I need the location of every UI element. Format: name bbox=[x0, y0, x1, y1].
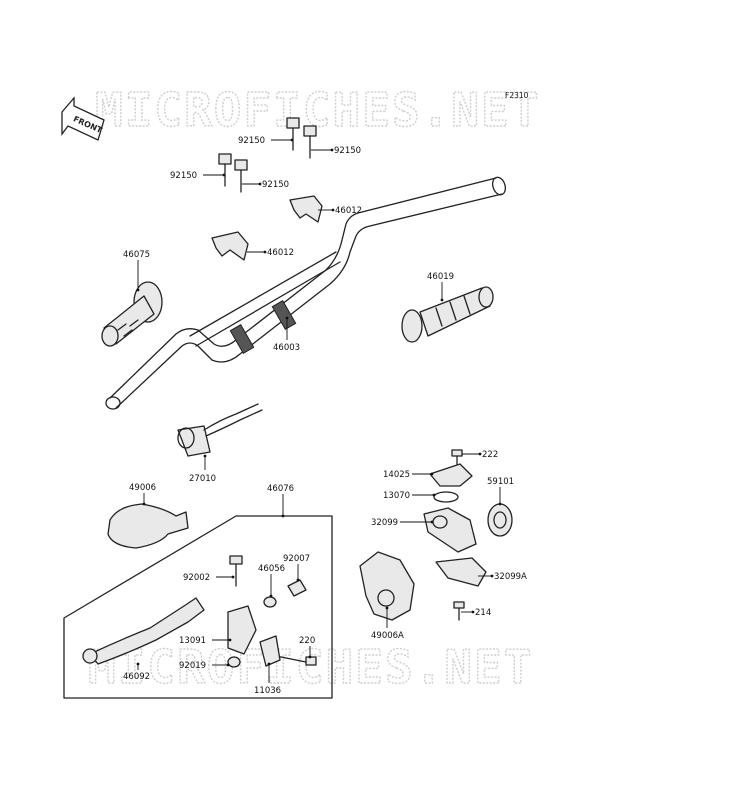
nut-92007 bbox=[287, 579, 307, 597]
collar-46056 bbox=[263, 596, 277, 608]
leader-dot-92002 bbox=[231, 575, 235, 579]
leader-dot-59101 bbox=[498, 502, 502, 506]
crossbar-pad bbox=[229, 300, 297, 354]
part-label-14025: 14025 bbox=[383, 470, 410, 480]
grip-46075 bbox=[101, 281, 163, 347]
bolt-92150-d bbox=[234, 159, 248, 193]
leader-dot-92150 bbox=[290, 138, 294, 142]
leader-dot-92150 bbox=[222, 173, 226, 177]
watermark-top: MICROFICHES.NET bbox=[95, 83, 540, 137]
bolt-92150-b bbox=[303, 125, 317, 159]
clamp-46012-upper bbox=[289, 195, 323, 223]
leader-dot-13070 bbox=[432, 493, 436, 497]
leader-dot-49006 bbox=[142, 502, 146, 506]
part-label-220: 220 bbox=[299, 636, 315, 646]
part-label-49006: 49006 bbox=[129, 483, 156, 493]
leader-dot-222 bbox=[478, 452, 482, 456]
leader-dot-46019 bbox=[440, 298, 444, 302]
ring-13070 bbox=[433, 491, 459, 503]
part-label-49006A: 49006A bbox=[371, 631, 404, 641]
part-label-46092: 46092 bbox=[123, 672, 150, 682]
leader-dot-46056 bbox=[269, 594, 273, 598]
leader-dot-27010 bbox=[203, 454, 207, 458]
cover-49006a bbox=[359, 551, 415, 621]
leader-dot-92007 bbox=[296, 578, 300, 582]
switch-27010 bbox=[177, 403, 263, 457]
lever-46092 bbox=[82, 597, 205, 665]
part-label-92150: 92150 bbox=[262, 180, 289, 190]
leader-dot-32099 bbox=[430, 520, 434, 524]
leader-dot-92150 bbox=[258, 182, 262, 186]
part-label-222: 222 bbox=[482, 450, 498, 460]
leader-dot-49006A bbox=[385, 606, 389, 610]
leader-dot-46076 bbox=[281, 514, 285, 518]
part-label-11036: 11036 bbox=[254, 686, 281, 696]
part-label-46003: 46003 bbox=[273, 343, 300, 353]
leader-dot-220 bbox=[308, 655, 312, 659]
clamp-59101 bbox=[487, 503, 513, 537]
part-label-27010: 27010 bbox=[189, 474, 216, 484]
leader-dot-13091 bbox=[228, 638, 232, 642]
bolt-214 bbox=[453, 601, 465, 621]
part-label-46012: 46012 bbox=[267, 248, 294, 258]
part-label-92019: 92019 bbox=[179, 661, 206, 671]
bolt-92150-a bbox=[286, 117, 300, 151]
lever-assembly-46076 bbox=[63, 515, 333, 699]
plate-14025 bbox=[429, 463, 473, 487]
part-label-92007: 92007 bbox=[283, 554, 310, 564]
leader-dot-46003 bbox=[285, 316, 289, 320]
leader-dot-14025 bbox=[430, 472, 434, 476]
leader-dot-46092 bbox=[136, 662, 140, 666]
part-label-46076: 46076 bbox=[267, 484, 294, 494]
part-label-92150: 92150 bbox=[170, 171, 197, 181]
front-arrow-icon: FRONT bbox=[61, 96, 105, 141]
nut-92019 bbox=[227, 656, 241, 668]
clamp-46012-lower bbox=[211, 231, 249, 261]
part-label-32099: 32099 bbox=[371, 518, 398, 528]
diagram-code: F2310 bbox=[505, 91, 529, 100]
part-label-13091: 13091 bbox=[179, 636, 206, 646]
part-label-46019: 46019 bbox=[427, 272, 454, 282]
part-label-46075: 46075 bbox=[123, 250, 150, 260]
part-label-59101: 59101 bbox=[487, 477, 514, 487]
holder-13091 bbox=[227, 605, 257, 655]
part-label-46012: 46012 bbox=[335, 206, 362, 216]
bolt-92150-c bbox=[218, 153, 232, 187]
cover-49006 bbox=[107, 503, 189, 549]
handlebar bbox=[105, 176, 506, 410]
leader-dot-32099A bbox=[490, 574, 494, 578]
part-label-32099A: 32099A bbox=[494, 572, 527, 582]
clamp-11036 bbox=[259, 635, 281, 667]
watermark-bottom: MICROFICHES.NET bbox=[88, 640, 533, 694]
part-label-92150: 92150 bbox=[238, 136, 265, 146]
part-label-13070: 13070 bbox=[383, 491, 410, 501]
leader-dot-46012 bbox=[263, 250, 267, 254]
leader-dot-11036 bbox=[267, 662, 271, 666]
part-label-92150: 92150 bbox=[334, 146, 361, 156]
leader-dot-46012 bbox=[331, 208, 335, 212]
housing-32099 bbox=[423, 507, 477, 553]
part-label-92002: 92002 bbox=[183, 573, 210, 583]
part-callouts: 92150 92150 92150 92150 46012 46012 46075 46019… bbox=[123, 136, 527, 696]
leader-dot-214 bbox=[471, 610, 475, 614]
housing-32099a bbox=[435, 557, 487, 587]
part-label-214: 214 bbox=[475, 608, 491, 618]
part-label-46056: 46056 bbox=[258, 564, 285, 574]
leader-dot-92019 bbox=[226, 663, 230, 667]
leader-dot-46075 bbox=[136, 288, 140, 292]
grip-46019 bbox=[401, 286, 494, 343]
leader-dot-92150 bbox=[330, 148, 334, 152]
bolt-92002 bbox=[229, 555, 243, 587]
